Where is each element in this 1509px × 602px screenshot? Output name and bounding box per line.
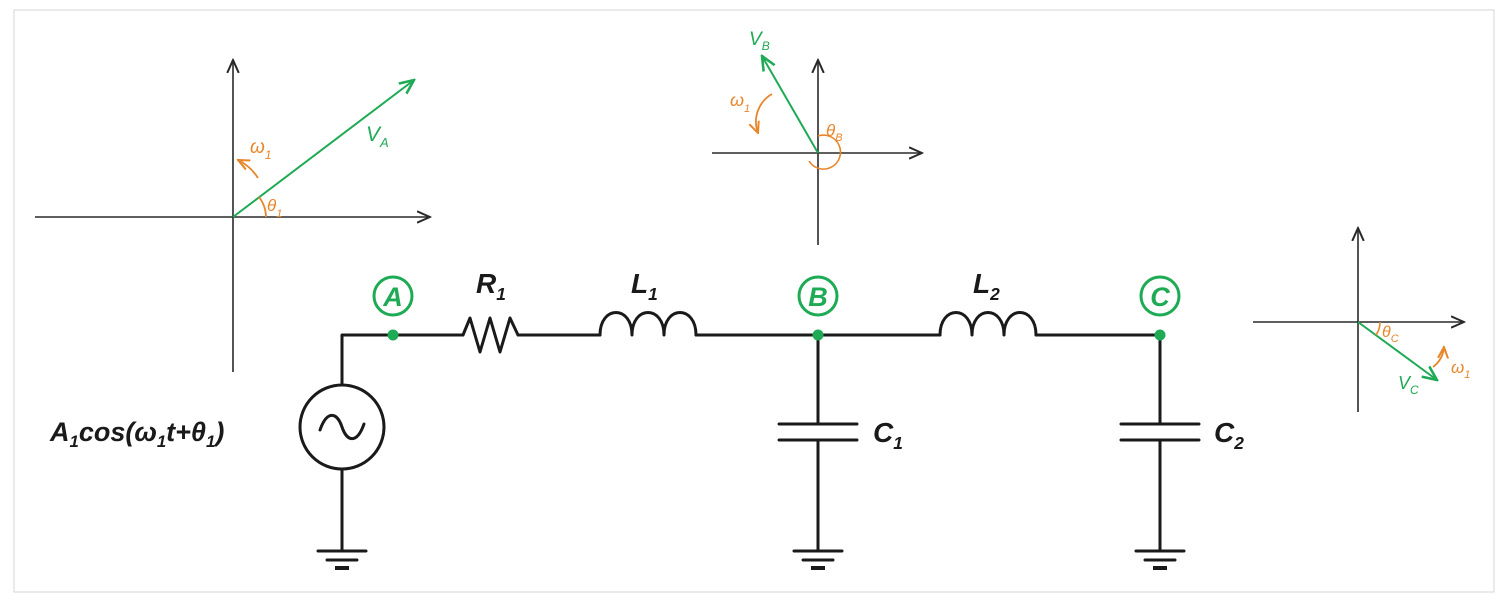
phasor-b-v-sub: B xyxy=(762,39,770,53)
inductor-l1 xyxy=(598,311,698,337)
phasor-c-theta-sub: C xyxy=(1391,333,1399,345)
phasor-a-theta-label: θ1 xyxy=(267,196,282,220)
node-b-text: B xyxy=(808,282,828,312)
node-b-dot xyxy=(812,329,824,341)
phasor-diagram-a: VA ω1 θ1 xyxy=(35,60,430,372)
source-expr-t-theta: t+θ xyxy=(166,417,206,447)
phasor-b-theta-main: θ xyxy=(826,121,836,140)
phasor-a-vector xyxy=(232,80,414,218)
wire-source-to-a xyxy=(340,333,395,387)
phasor-a-v-label: VA xyxy=(366,123,389,150)
phasor-c-v-label: VC xyxy=(1398,373,1419,397)
phasor-a-omega-main: ω xyxy=(250,137,265,158)
phasor-b-theta-label: θB xyxy=(826,121,843,144)
node-b-label: B xyxy=(797,275,839,317)
label-l2: L2 xyxy=(973,268,1000,304)
phasor-b-v-label: VB xyxy=(749,29,770,53)
node-c-text: C xyxy=(1150,282,1170,312)
label-r1: R1 xyxy=(476,268,506,304)
phasor-diagram-b: VB ω1 θB xyxy=(712,29,922,245)
label-c2-sub: 2 xyxy=(1233,433,1244,453)
phasor-c-omega-label: ω1 xyxy=(1451,358,1470,381)
phasor-b-omega-main: ω xyxy=(730,90,744,110)
source-expr-close: ) xyxy=(212,417,224,447)
phasor-a-v-main: V xyxy=(366,123,382,146)
source-expr-sub1: 1 xyxy=(70,432,79,451)
label-l2-sub: 2 xyxy=(989,284,1000,304)
label-r1-sub: 1 xyxy=(496,284,506,304)
node-a-dot xyxy=(387,329,399,341)
phasor-a-theta-arc xyxy=(258,196,267,218)
ground-c2-icon xyxy=(1134,549,1186,570)
phasor-b-omega-sub: 1 xyxy=(744,103,750,115)
phasor-diagram-c: VC ω1 θC xyxy=(1253,228,1470,412)
phasor-c-theta-arc xyxy=(1375,321,1381,336)
ac-source-sine-icon xyxy=(318,413,366,441)
phasor-c-vector xyxy=(1357,321,1437,380)
label-c2: C2 xyxy=(1214,417,1244,453)
source-expr-a: A xyxy=(49,417,70,447)
label-l1-sub: 1 xyxy=(648,284,658,304)
phasor-a-omega-sub: 1 xyxy=(265,148,272,162)
diagram-frame xyxy=(13,9,1495,593)
phasor-a-omega-label: ω1 xyxy=(250,137,272,162)
phasor-c-omega-main: ω xyxy=(1451,358,1464,377)
phasor-c-theta-main: θ xyxy=(1382,324,1391,341)
label-r1-main: R xyxy=(476,268,497,299)
resistor-r1 xyxy=(461,316,520,354)
phasor-c-v-sub: C xyxy=(1410,383,1419,397)
circuit: A B C R1 L1 L2 C1 C2 A1cos(ω1t+θ1) xyxy=(49,268,1244,570)
label-c2-main: C xyxy=(1214,417,1235,448)
node-a-text: A xyxy=(382,282,403,312)
label-c1-sub: 1 xyxy=(893,433,903,453)
phasor-b-theta-arc xyxy=(808,134,842,170)
phasor-a-v-sub: A xyxy=(379,135,389,150)
source-expr-cos: cos(ω xyxy=(79,417,157,447)
ground-source-icon xyxy=(316,549,368,570)
label-l1: L1 xyxy=(631,268,658,304)
label-l2-main: L xyxy=(973,268,990,299)
phasor-a-theta-main: θ xyxy=(267,196,277,215)
node-a-label: A xyxy=(372,275,414,317)
phasor-b-vector xyxy=(762,56,819,154)
phasor-c-omega-arrow xyxy=(1432,347,1444,368)
label-c1: C1 xyxy=(873,417,903,453)
ground-c1-icon xyxy=(792,549,844,570)
phasor-b-omega-arrow xyxy=(756,93,773,133)
source-expression: A1cos(ω1t+θ1) xyxy=(49,417,224,451)
node-c-label: C xyxy=(1139,275,1181,317)
label-l1-main: L xyxy=(631,268,648,299)
phasor-c-omega-sub: 1 xyxy=(1464,369,1470,381)
phasor-c-theta-label: θC xyxy=(1382,324,1399,345)
phasor-a-omega-arrow xyxy=(238,160,259,179)
source-expr-sub3: 1 xyxy=(206,432,215,451)
phasor-b-theta-sub: B xyxy=(835,132,842,144)
source-expr-sub2: 1 xyxy=(157,432,166,451)
phasor-a-theta-sub: 1 xyxy=(276,208,282,220)
phasor-b-omega-label: ω1 xyxy=(730,90,750,115)
phasor-b-v-main: V xyxy=(749,29,764,50)
node-c-dot xyxy=(1154,329,1166,341)
label-c1-main: C xyxy=(873,417,894,448)
inductor-l2 xyxy=(938,311,1038,337)
phasor-c-v-main: V xyxy=(1398,373,1412,393)
